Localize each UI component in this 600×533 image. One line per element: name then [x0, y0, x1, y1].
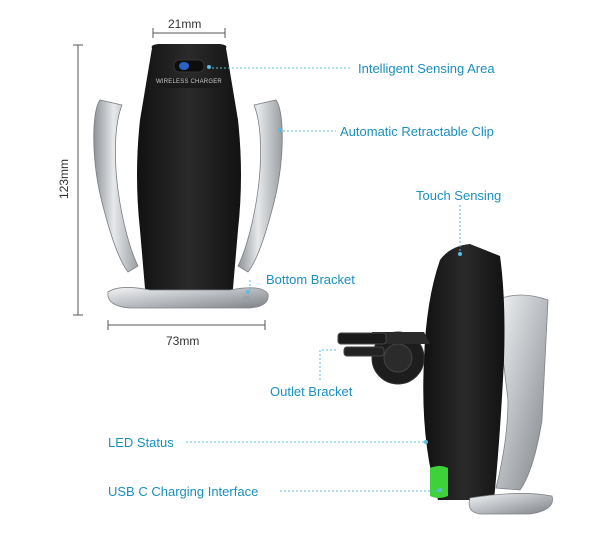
dimension-lines	[73, 28, 266, 330]
callout-automatic-retractable-clip: Automatic Retractable Clip	[340, 124, 494, 139]
led-indicator	[430, 466, 448, 498]
side-view-device	[337, 244, 553, 515]
vent-prong-bottom	[343, 346, 385, 357]
callout-outlet-bracket: Outlet Bracket	[270, 384, 353, 399]
front-left-clip	[93, 99, 139, 273]
callout-bottom-bracket: Bottom Bracket	[266, 272, 355, 287]
side-black-body	[423, 244, 505, 500]
dim-label-top-width: 21mm	[168, 17, 202, 31]
callout-touch-sensing: Touch Sensing	[416, 188, 502, 203]
callout-usb-c-charging-interface: USB C Charging Interface	[108, 484, 259, 499]
front-black-body	[137, 44, 241, 300]
front-bottom-bracket	[107, 287, 269, 309]
vent-prong-top	[337, 332, 387, 345]
callout-intelligent-sensing-area: Intelligent Sensing Area	[358, 61, 495, 76]
side-base-plate	[468, 493, 553, 515]
front-right-clip	[237, 99, 283, 273]
side-silver-clip	[495, 294, 549, 491]
dim-label-bottom-width: 73mm	[166, 334, 200, 348]
callout-lines	[186, 67, 461, 492]
callout-led-status: LED Status	[108, 435, 174, 450]
front-view-device	[93, 44, 283, 309]
sensing-area-icon	[179, 62, 189, 70]
leader-outlet-bracket	[319, 349, 336, 380]
dim-label-height: 123mm	[57, 159, 71, 200]
device-print-text: WIRELESS CHARGER	[156, 79, 222, 85]
